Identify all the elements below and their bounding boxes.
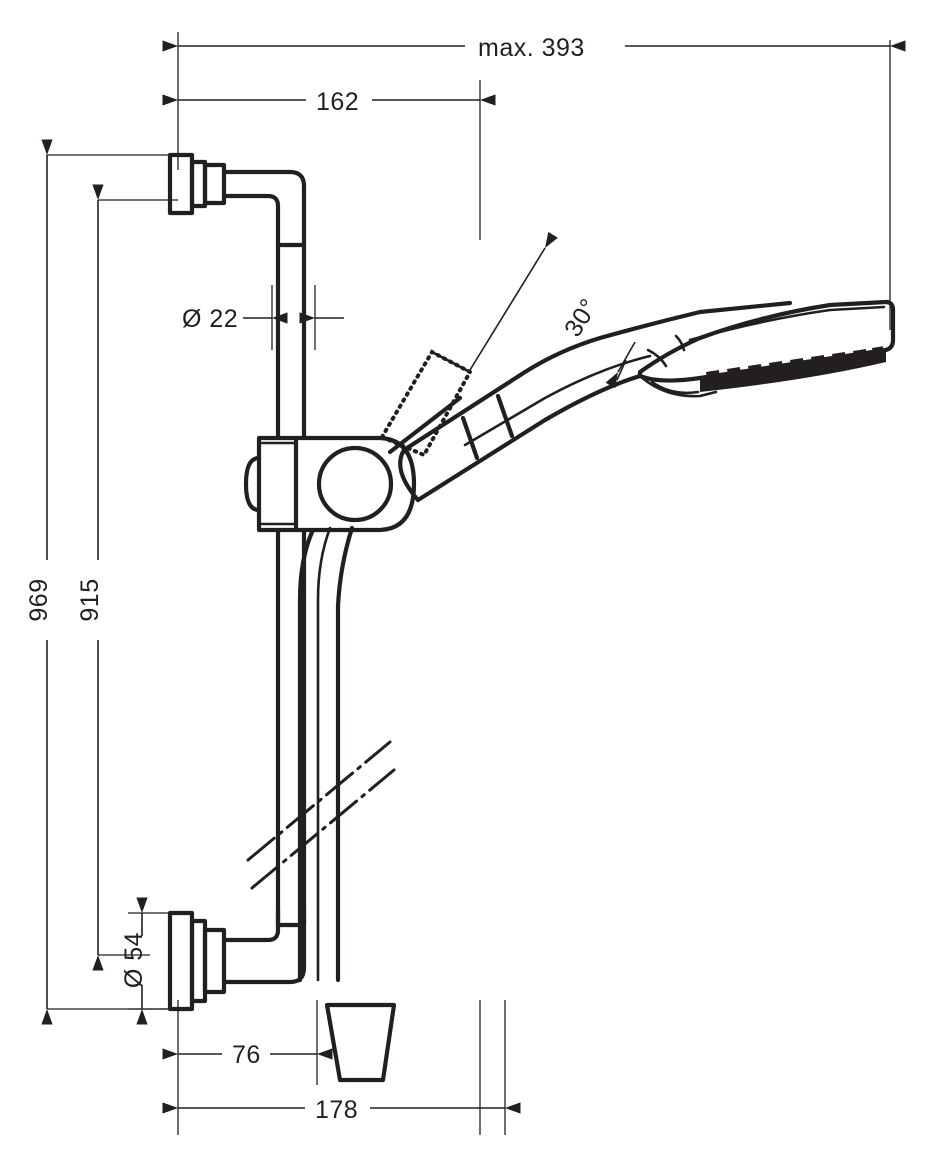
dimension-flange-diameter: Ø 54: [120, 897, 148, 1025]
dimension-bar-diameter: Ø 22: [182, 305, 344, 333]
dimension-label-overall-reach: max. 393: [478, 34, 585, 62]
dimension-bracket-reach: 162: [162, 88, 496, 116]
extension-lines: [47, 32, 891, 1135]
dimension-tilt-angle: 30°: [469, 231, 636, 389]
hand-shower: [398, 299, 896, 503]
dimension-bar-height: 915: [76, 184, 104, 971]
shower-hose: [297, 525, 355, 983]
dimension-label-base-depth: 178: [315, 1096, 358, 1124]
dimension-base-depth: 178: [162, 1000, 521, 1135]
dimension-label-flange-diameter: Ø 54: [120, 932, 148, 988]
hose-end-fitting: [324, 1002, 397, 1083]
dimension-label-tilt-angle: 30°: [559, 294, 604, 342]
dimension-hose-offset: 76: [162, 1041, 333, 1069]
spray-nozzles: [706, 346, 885, 381]
lower-wall-bracket: [167, 907, 307, 1012]
dimension-label-overall-height: 969: [25, 578, 53, 621]
dimension-overall-height: 969: [25, 139, 53, 1025]
shower-bar: [275, 242, 307, 928]
slider-holder: [243, 395, 463, 533]
dimension-label-bracket-reach: 162: [316, 88, 359, 116]
dimension-label-hose-offset: 76: [232, 1041, 261, 1069]
dimension-overall-reach: max. 393: [162, 34, 906, 62]
ghost-holder-outline: [379, 349, 473, 458]
dimension-label-bar-height: 915: [76, 578, 104, 621]
upper-wall-bracket: [167, 152, 307, 248]
dimension-label-bar-diameter: Ø 22: [182, 305, 238, 333]
break-symbol: [246, 740, 396, 890]
